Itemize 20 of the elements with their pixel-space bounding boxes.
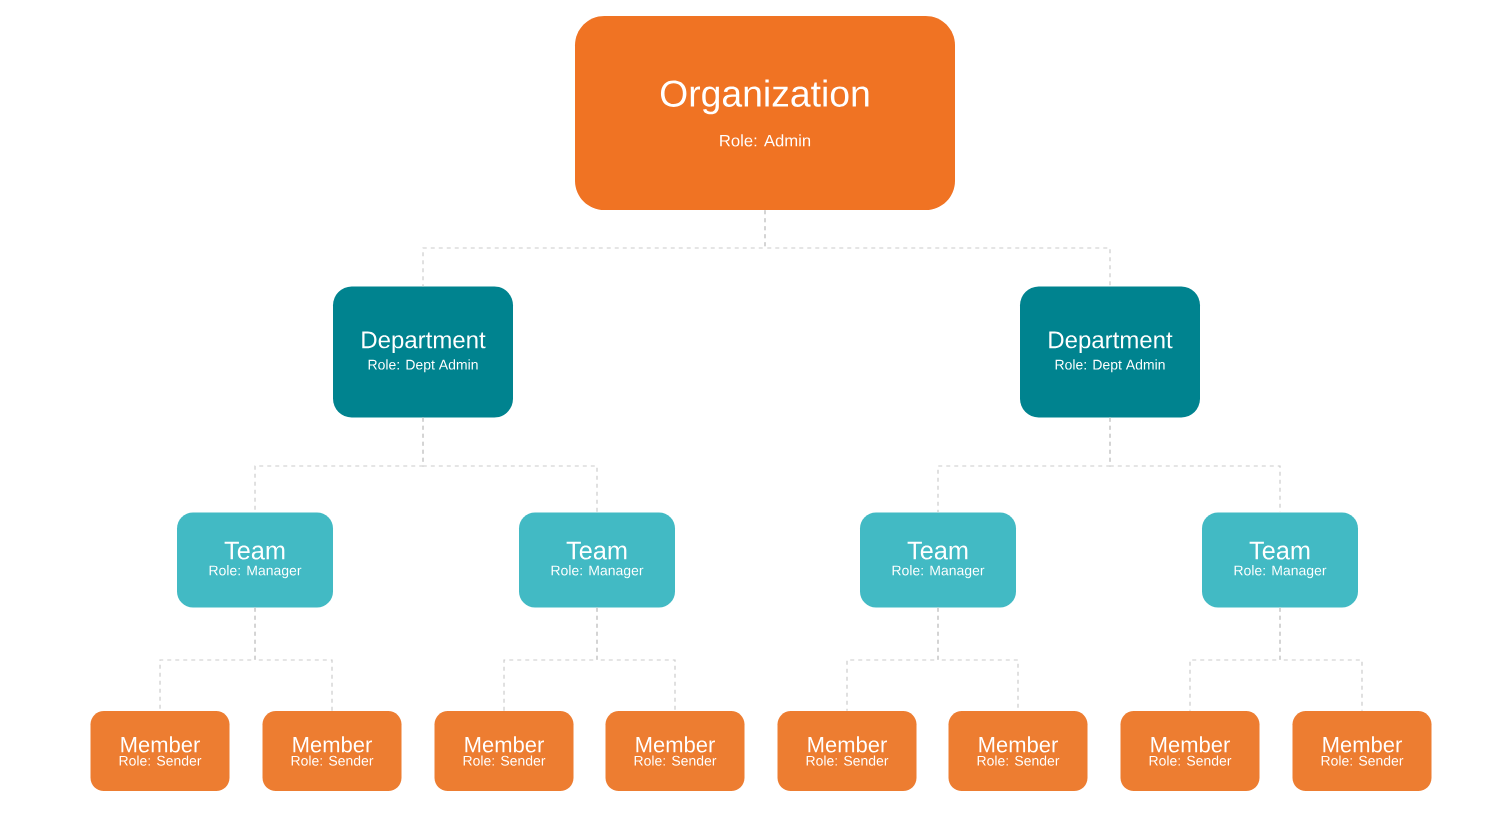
member-box: Member Role: Sender — [777, 711, 917, 791]
member-box: Member Role: Sender — [434, 711, 574, 791]
connector-line — [1109, 417, 1281, 513]
team-box: Team Role: Manager — [1202, 512, 1358, 608]
member-box: Member Role: Sender — [1292, 711, 1432, 791]
member-box: Member Role: Sender — [948, 711, 1088, 791]
connector-line — [596, 607, 676, 712]
member-box: Member Role: Sender — [1120, 711, 1260, 791]
member-box: Member Role: Sender — [262, 711, 402, 791]
connector-line — [254, 607, 333, 712]
connector-line — [764, 209, 1111, 287]
team-box: Team Role: Manager — [519, 512, 675, 608]
member-box: Member Role: Sender — [605, 711, 745, 791]
organization-box: Organization Role: Admin — [575, 16, 955, 210]
member-box: Member Role: Sender — [90, 711, 230, 791]
team-box: Team Role: Manager — [860, 512, 1016, 608]
team-box: Team Role: Manager — [177, 512, 333, 608]
department-box: Department Role: Dept Admin — [1020, 286, 1200, 418]
department-box: Department Role: Dept Admin — [333, 286, 513, 418]
connector-line — [422, 417, 598, 513]
